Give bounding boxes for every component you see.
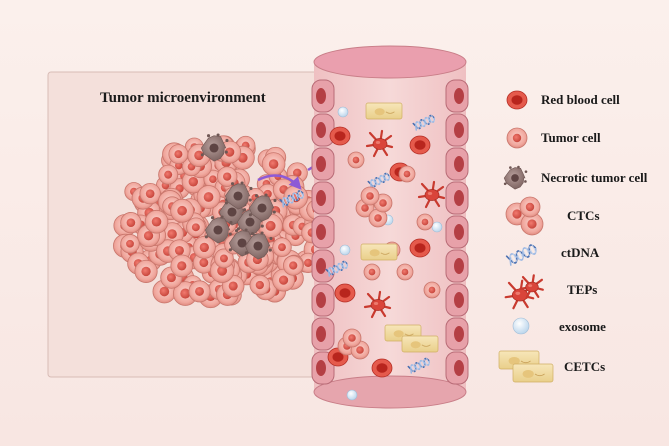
tumor-cell xyxy=(158,164,179,185)
legend-label-red-blood-cell: Red blood cell xyxy=(541,92,620,107)
endothelial-cell xyxy=(311,79,335,113)
ctdna-helix xyxy=(412,114,435,131)
necrotic-tumor-cell xyxy=(248,193,277,222)
cetc-cell xyxy=(512,363,554,383)
tep-platelet xyxy=(365,129,394,158)
exosome xyxy=(339,244,351,256)
tumor-cell xyxy=(342,328,362,348)
necrotic-tumor-cell xyxy=(200,133,229,162)
tep-platelet-icon xyxy=(504,274,544,310)
endothelial-cell xyxy=(445,147,469,181)
red-blood-cell xyxy=(409,135,431,155)
tumor-cell xyxy=(120,212,142,234)
endothelial-cell xyxy=(445,351,469,385)
endothelial-cell xyxy=(311,249,335,283)
endothelial-cell xyxy=(311,181,335,215)
tumor-cell xyxy=(398,165,416,183)
legend-label-ctcs: CTCs xyxy=(567,208,600,223)
endothelial-cell xyxy=(445,215,469,249)
legend-label-cetcs: CETCs xyxy=(564,359,606,374)
tumor-cell xyxy=(396,263,414,281)
legend-label-exosome: exosome xyxy=(559,319,606,334)
endothelial-cell xyxy=(445,249,469,283)
invasion-arrow xyxy=(257,174,302,190)
necrotic-tumor-cell xyxy=(204,215,233,244)
endothelial-cell xyxy=(445,113,469,147)
vessel-bottom-opening xyxy=(313,375,467,409)
tumor-cell xyxy=(196,185,221,210)
tumor-cell xyxy=(168,144,189,165)
tumor-cell xyxy=(216,166,238,187)
tumor-cell-icon xyxy=(506,127,528,149)
endothelial-cell xyxy=(311,215,335,249)
necrotic-tumor-cell xyxy=(224,181,253,210)
panel-title: Tumor microenvironment xyxy=(100,90,266,106)
red-blood-cell xyxy=(371,358,393,378)
ctc-cluster xyxy=(355,186,393,228)
tumor-cell xyxy=(188,280,211,303)
exosome xyxy=(346,389,358,401)
ctdna-helix xyxy=(325,260,348,277)
ctdna-helix xyxy=(367,172,390,189)
red-blood-cell xyxy=(334,283,356,303)
tumor-cell xyxy=(120,234,140,254)
tumor-cell xyxy=(134,259,158,283)
tep-platelet xyxy=(519,274,544,299)
ctdna-helix-icon xyxy=(505,244,537,266)
ctdna-helix xyxy=(279,190,304,208)
tumor-cell xyxy=(192,235,216,259)
exosome xyxy=(431,221,443,233)
tumor-cell xyxy=(139,182,161,205)
necrotic-tumor-cell-icon xyxy=(503,165,528,190)
tumor-cell xyxy=(416,213,434,231)
red-blood-cell-icon xyxy=(506,90,528,110)
endothelial-cell xyxy=(311,317,335,351)
endothelial-cell xyxy=(445,317,469,351)
ctc-cluster-icon xyxy=(505,196,544,236)
cetc-cell xyxy=(401,335,439,353)
tumor-cell xyxy=(272,237,292,257)
endothelial-cell xyxy=(445,283,469,317)
exosome xyxy=(337,106,349,118)
legend-label-teps: TEPs xyxy=(567,282,598,297)
endothelial-cell xyxy=(445,79,469,113)
cetc-cell xyxy=(365,102,403,120)
ctc-cluster xyxy=(337,328,370,360)
legend-label-necrotic-tumor-cell: Necrotic tumor cell xyxy=(541,170,648,185)
endothelial-cell xyxy=(311,283,335,317)
tumor-cell xyxy=(282,255,304,276)
cetc-cell xyxy=(360,243,398,261)
tep-platelet xyxy=(363,290,392,319)
necrotic-tumor-cell xyxy=(244,231,273,260)
red-blood-cell xyxy=(329,126,351,146)
tumor-cell xyxy=(347,151,365,169)
endothelial-cell xyxy=(311,113,335,147)
vessel-top-opening xyxy=(313,45,467,79)
cetc-cell-icon xyxy=(498,350,554,383)
tep-platelet xyxy=(417,180,446,209)
tumor-cell xyxy=(249,274,271,296)
endothelial-cell xyxy=(311,147,335,181)
tumor-cell xyxy=(519,196,541,218)
tumor-cell xyxy=(186,217,206,238)
tumor-cell xyxy=(214,248,234,269)
tumor-cell xyxy=(520,212,544,236)
tumor-cell xyxy=(170,198,195,223)
tumor-cell xyxy=(261,152,286,176)
legend-label-ctdna: ctDNA xyxy=(561,245,600,260)
tumor-cell xyxy=(144,209,169,234)
endothelial-cell xyxy=(445,181,469,215)
tumor-cell xyxy=(423,281,441,299)
tumor-cell xyxy=(360,186,380,206)
tumor-cell xyxy=(170,254,194,278)
ctdna-helix xyxy=(407,357,430,374)
exosome-icon xyxy=(512,317,530,335)
tumor-cell xyxy=(363,263,381,281)
legend-label-tumor-cell: Tumor cell xyxy=(541,130,601,145)
red-blood-cell xyxy=(409,238,431,258)
